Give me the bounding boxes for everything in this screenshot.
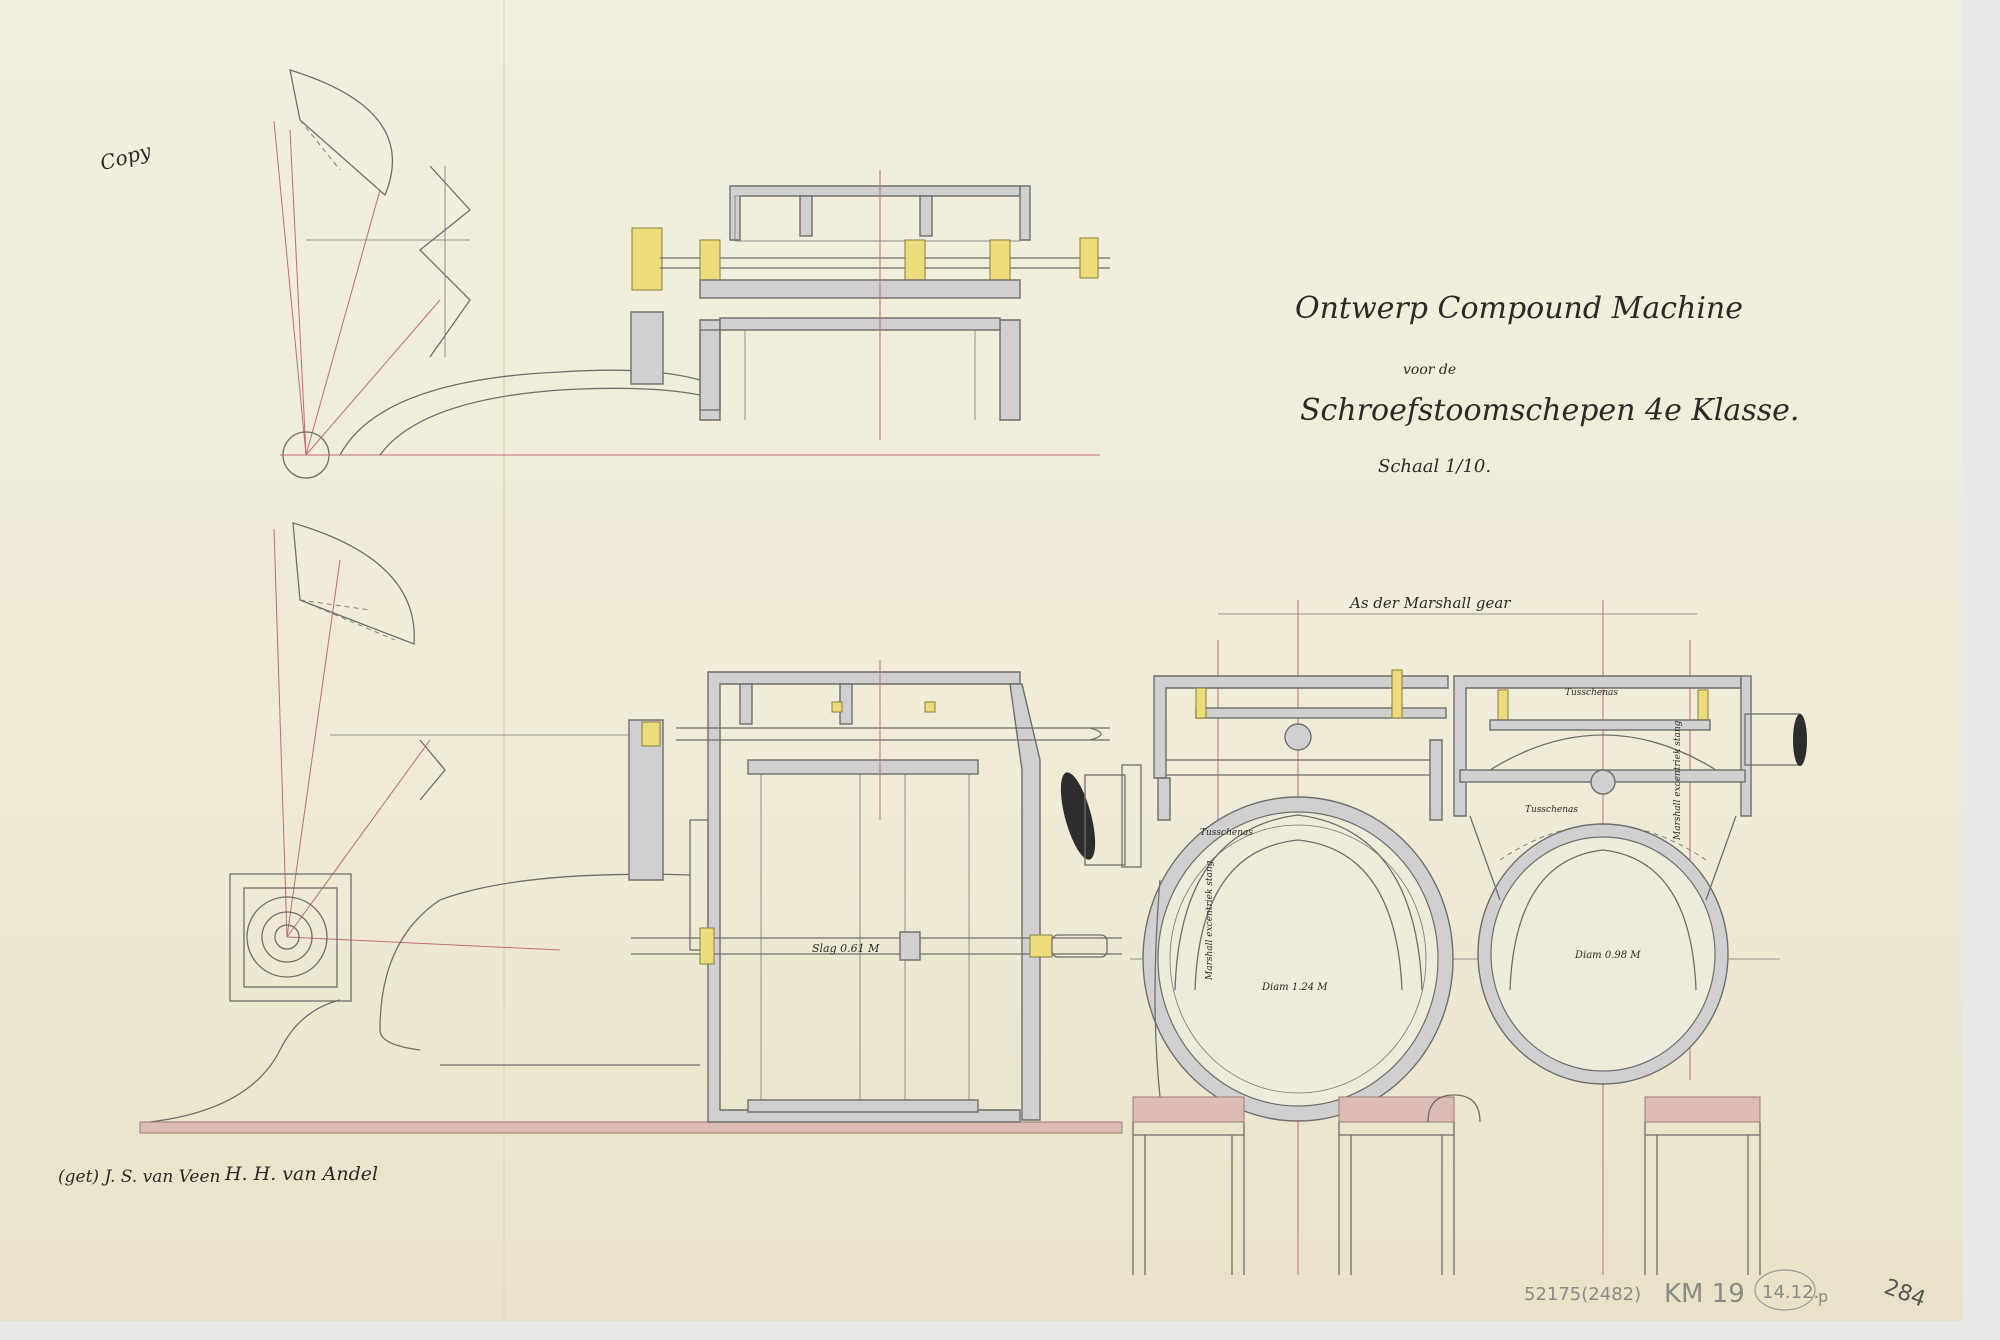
stroke-label: Slag 0.61 M: [812, 942, 880, 955]
diam-small-label: Diam 0.98 M: [1574, 950, 1641, 961]
crank-box: [229, 873, 352, 1002]
lower-valve-diagram: [273, 522, 640, 951]
collection-code: KM 19: [1664, 1279, 1745, 1309]
circled-mark: [1754, 1269, 1816, 1311]
end-view-cylinders: As der Marshall gear: [1130, 594, 1807, 1275]
circled-suffix: p: [1818, 1287, 1828, 1306]
circled-date: 14.12.: [1762, 1282, 1819, 1303]
upper-cylinder-section: [280, 170, 1110, 456]
diam-large-label: Diam 1.24 M: [1261, 982, 1328, 993]
paper-sheet: [0, 0, 1962, 1321]
exhaust-pipe-end: [1793, 714, 1807, 766]
title-line-1: Ontwerp Compound Machine: [1295, 291, 1743, 326]
title-line-3: Schroefstoomschepen 4e Klasse.: [1300, 393, 1799, 428]
title-line-2: voor de: [1403, 362, 1456, 378]
exhaust-pipe-opening: [1060, 772, 1096, 860]
archive-marks: 52175(2482) KM 19 14.12. p 284: [1524, 1269, 1929, 1313]
section-label-a: Tusschenas: [1200, 828, 1253, 838]
engine-bed: [139, 719, 1123, 1134]
marshall-gear-label: As der Marshall gear: [1348, 594, 1511, 612]
inventory-number: 52175(2482): [1524, 1284, 1641, 1305]
scale-label: Schaal 1/10.: [1378, 456, 1491, 477]
section-label-b: Tusschenas: [1565, 688, 1618, 698]
copy-mark: Copy: [97, 138, 154, 175]
eccentric-label-right: Marshall excentriek stang: [1673, 720, 1683, 841]
signature-engineer: H. H. van Andel: [224, 1163, 378, 1185]
upper-valve-diagram: [273, 69, 471, 479]
title-block: Ontwerp Compound Machine voor de Schroef…: [1295, 291, 1799, 477]
eccentric-label-left: Marshall excentriek stang: [1205, 860, 1215, 981]
signatures: (get) J. S. van Veen H. H. van Andel: [58, 1163, 378, 1187]
sheet-number: 284: [1881, 1275, 1929, 1313]
signature-draftsman: (get) J. S. van Veen: [58, 1167, 220, 1187]
lower-cylinder-section: Slag 0.61 M: [631, 660, 1142, 1123]
section-label-c: Tusschenas: [1525, 805, 1578, 815]
